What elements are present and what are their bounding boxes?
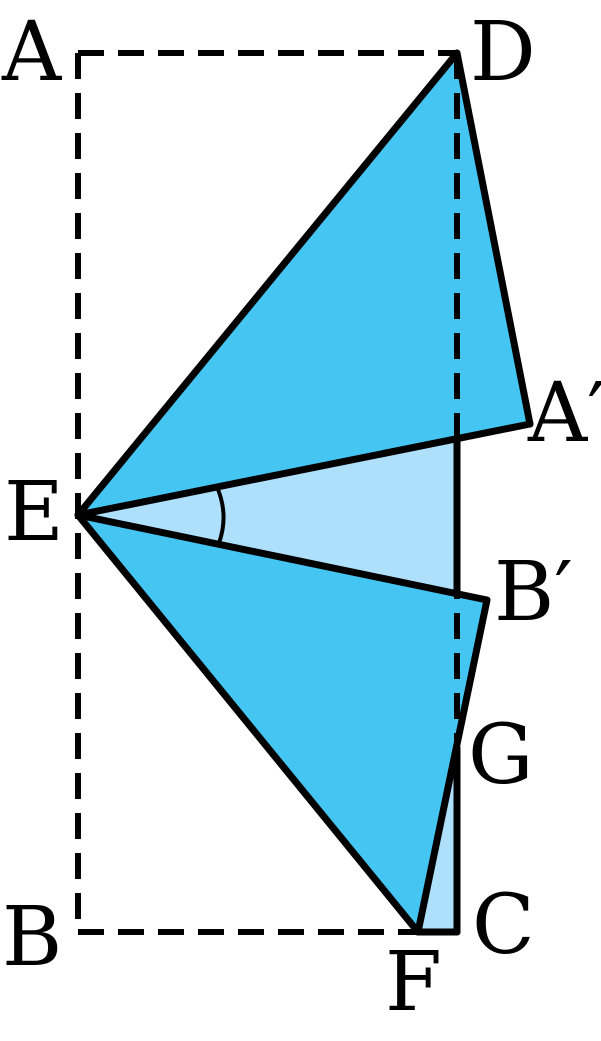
angle-arc-e xyxy=(215,486,226,544)
label-point-c: C xyxy=(472,878,535,973)
edge-da-prime xyxy=(453,49,534,428)
fold-outlines xyxy=(74,49,534,936)
edge-eb-prime xyxy=(74,511,491,604)
edge-b-prime-f xyxy=(414,596,491,936)
label-point-f: F xyxy=(385,935,442,1030)
edge-ed xyxy=(74,49,461,519)
flap-triangle-ebf xyxy=(78,515,487,932)
label-point-e: E xyxy=(4,465,64,560)
edge-fe xyxy=(74,511,422,936)
label-point-a: A xyxy=(1,5,63,100)
label-point-b-prime: B′ xyxy=(494,545,573,640)
label-point-a-prime: A′ xyxy=(527,366,601,461)
label-point-b: B xyxy=(2,890,62,985)
flap-triangle-dea xyxy=(78,53,530,515)
original-rectangle-dashed xyxy=(75,50,460,935)
label-point-d: D xyxy=(470,5,536,100)
label-point-g: G xyxy=(468,708,534,803)
overlap-region-upper-top xyxy=(78,438,457,594)
